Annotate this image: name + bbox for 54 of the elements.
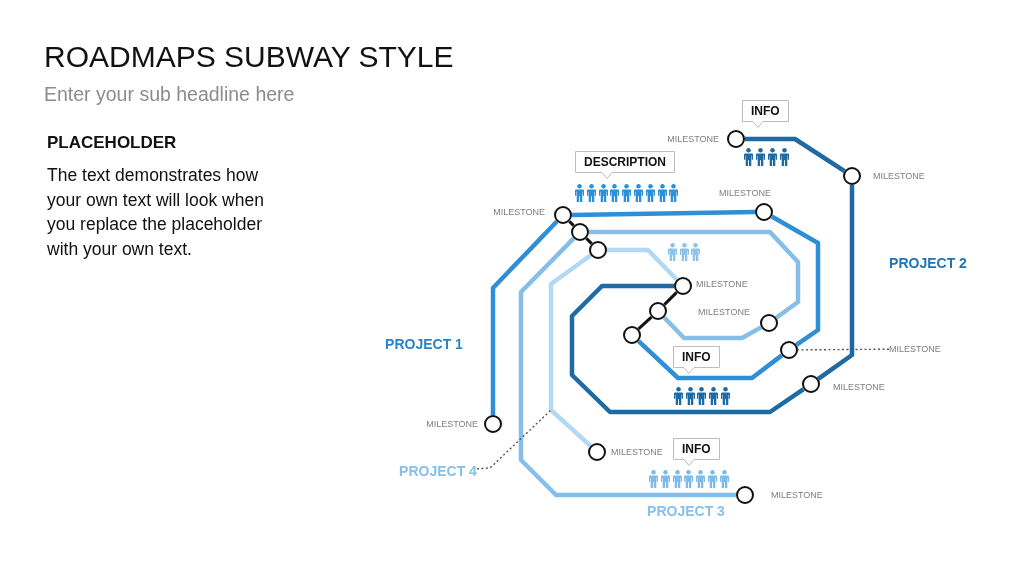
callout-box: DESCRIPTION [575,151,675,179]
milestone-label: MILESTONE [873,170,925,182]
section-heading: PLACEHOLDER [47,133,177,153]
project-label: PROJECT 2 [889,254,967,272]
route-line [817,185,855,381]
milestone-circle [623,326,641,344]
milestone-label: MILESTONE [426,418,478,430]
milestone-circle [736,486,754,504]
subtitle: Enter your sub headline here [44,82,295,106]
milestone-circle [780,341,798,359]
project-label: PROJECT 4 [399,462,477,480]
route-line [518,236,736,498]
page-title: ROADMAPS SUBWAY STYLE [44,40,454,75]
connector-line [663,291,678,306]
milestone-label: MILESTONE [493,206,545,218]
connector-line [568,220,575,227]
milestone-circle [843,167,861,185]
milestone-circle [760,314,778,332]
route-line [662,315,763,341]
milestone-circle [554,206,572,224]
milestone-circle [589,241,607,259]
milestone-label: MILESTONE [698,306,750,318]
route-line [490,219,559,415]
milestone-label: MILESTONE [719,187,771,199]
leader-line [476,409,552,470]
callout-box: INFO [673,438,720,466]
milestone-circle [802,375,820,393]
callout-box: INFO [673,346,720,374]
milestone-circle [571,223,589,241]
milestone-circle [674,277,692,295]
milestone-label: MILESTONE [833,381,885,393]
milestone-circle [484,415,502,433]
callout-box: INFO [742,100,789,128]
body-text: The text demonstrates how your own text will look when you replace the placeholder with your own text. [47,164,265,261]
route-line [607,247,679,282]
milestone-circle [727,130,745,148]
project-label: PROJECT 3 [647,502,725,520]
connector-line [637,316,653,330]
route-line [637,339,784,381]
route-line [770,214,821,347]
milestone-circle [588,443,606,461]
milestone-circle [649,302,667,320]
route-line [571,209,756,218]
route-line [569,283,805,415]
route-line [548,253,593,448]
milestone-label: MILESTONE [611,446,663,458]
connector-line [585,237,593,245]
milestone-label: MILESTONE [696,278,748,290]
route-line [589,229,801,320]
project-label: PROJECT 1 [385,335,463,353]
milestone-label: MILESTONE [771,489,823,501]
milestone-label: MILESTONE [889,343,941,355]
milestone-circle [755,203,773,221]
milestone-label: MILESTONE [667,133,719,145]
